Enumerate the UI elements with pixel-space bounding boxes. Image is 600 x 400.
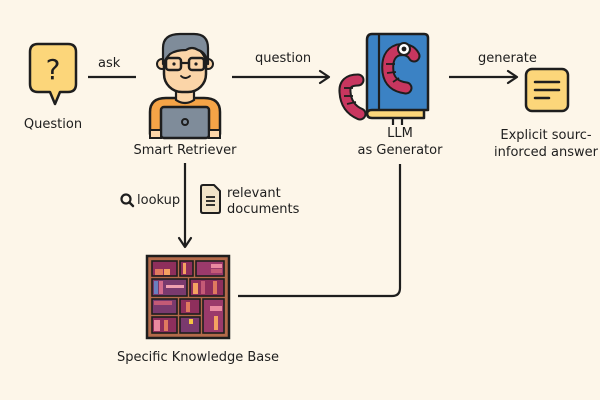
- question-bubble-icon: ?: [28, 42, 78, 106]
- node-label-llm-line2: as Generator: [357, 143, 443, 158]
- document-icon: [200, 184, 221, 214]
- node-label-answer-line2: inforced answer: [494, 145, 598, 160]
- answer-note-icon: [524, 67, 570, 113]
- node-label-llm-line1: LLM: [387, 126, 413, 141]
- svg-text:?: ?: [46, 53, 61, 86]
- edge-generate-arrow: [449, 69, 519, 85]
- node-label-answer-line1: Explicit sourc-: [500, 128, 592, 143]
- edge-question-arrow: [232, 69, 331, 85]
- bookshelf-icon: [145, 254, 231, 340]
- node-label-question: Question: [23, 117, 83, 132]
- edge-label-lookup: lookup: [137, 193, 181, 208]
- edge-kb-to-llm-line: [238, 164, 402, 298]
- edge-label-generate: generate: [478, 51, 537, 66]
- node-label-retriever: Smart Retriever: [133, 143, 237, 158]
- node-label-knowledge-base: Specific Knowledge Base: [117, 350, 279, 365]
- edge-label-question: question: [255, 51, 312, 66]
- search-icon: [120, 193, 135, 208]
- edge-lookup-arrow: [177, 163, 193, 249]
- edge-label-relevant-line1: relevant: [227, 186, 281, 201]
- edge-label-ask: ask: [98, 56, 121, 71]
- edge-label-relevant-line2: documents: [227, 202, 300, 217]
- person-laptop-icon: [148, 32, 222, 140]
- book-worm-icon: [338, 32, 430, 125]
